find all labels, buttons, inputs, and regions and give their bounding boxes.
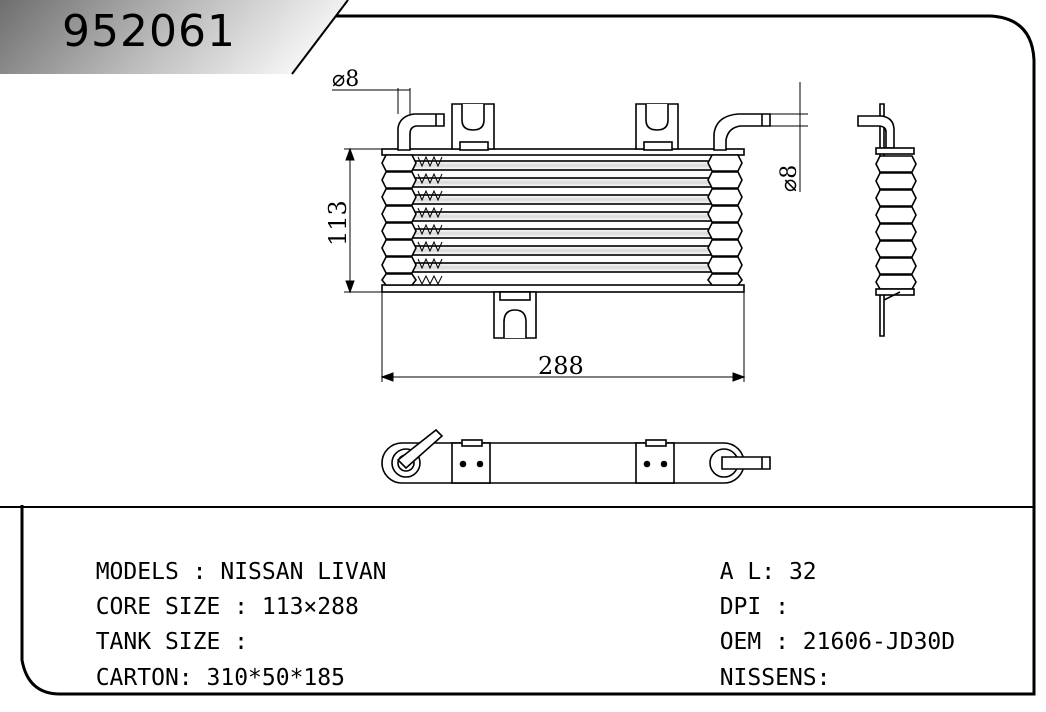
spec-separator: : <box>761 629 803 655</box>
spec-separator: : <box>220 594 262 620</box>
spec-value: 32 <box>788 559 817 585</box>
outlet-diameter-label: ⌀8 <box>777 165 802 192</box>
part-number: 952061 <box>62 6 236 57</box>
front-view <box>381 103 771 339</box>
spec-al: A L: 32 <box>692 538 817 584</box>
spec-separator: : <box>761 559 789 585</box>
spec-separator: : <box>178 559 221 585</box>
spec-label: OEM <box>719 629 762 655</box>
spec-core-size: CORE SIZE : 113×288 <box>68 573 359 619</box>
spec-label: NISSENS <box>719 665 817 691</box>
spec-models: MODELS : NISSAN LIVAN <box>68 538 387 584</box>
spec-label: A L <box>719 559 762 585</box>
spec-separator: : <box>220 629 262 655</box>
spec-label: MODELS <box>95 559 179 585</box>
top-bracket-left <box>451 103 495 151</box>
spec-oem: OEM : 21606-JD30D <box>692 608 955 654</box>
spec-separator: : <box>816 665 831 691</box>
left-header-stack <box>381 154 417 286</box>
side-view <box>857 103 917 337</box>
title-tab <box>0 0 348 74</box>
spec-label: CORE SIZE <box>95 594 221 620</box>
bottom-view <box>381 428 771 484</box>
core-tubes <box>399 160 721 273</box>
top-bracket-right <box>635 103 679 151</box>
spec-tank-size: TANK SIZE : <box>68 608 262 654</box>
width-dimension-label: 288 <box>538 352 584 380</box>
spec-value: 113×288 <box>261 594 359 620</box>
inlet-diameter-label: ⌀8 <box>332 67 359 92</box>
spec-dpi: DPI : <box>692 573 803 619</box>
spec-separator: : <box>761 594 803 620</box>
spec-value: NISSAN LIVAN <box>220 559 387 585</box>
bottom-bracket <box>493 291 537 339</box>
inlet-pipe <box>397 113 445 151</box>
spec-value: 310*50*185 <box>206 665 345 691</box>
spec-label: CARTON <box>95 665 179 691</box>
spec-label: TANK SIZE <box>95 629 221 655</box>
outlet-pipe <box>713 113 771 151</box>
height-dimension-label: 113 <box>324 200 352 246</box>
right-header-stack <box>707 154 743 286</box>
spec-nissens: NISSENS: <box>692 644 831 690</box>
frame-border <box>20 14 1036 696</box>
fin-pattern <box>417 155 443 286</box>
spec-carton: CARTON: 310*50*185 <box>68 644 345 690</box>
dimension-lines <box>332 82 808 382</box>
spec-value: 21606-JD30D <box>802 629 956 655</box>
spec-separator: : <box>178 665 207 691</box>
spec-label: DPI <box>719 594 762 620</box>
